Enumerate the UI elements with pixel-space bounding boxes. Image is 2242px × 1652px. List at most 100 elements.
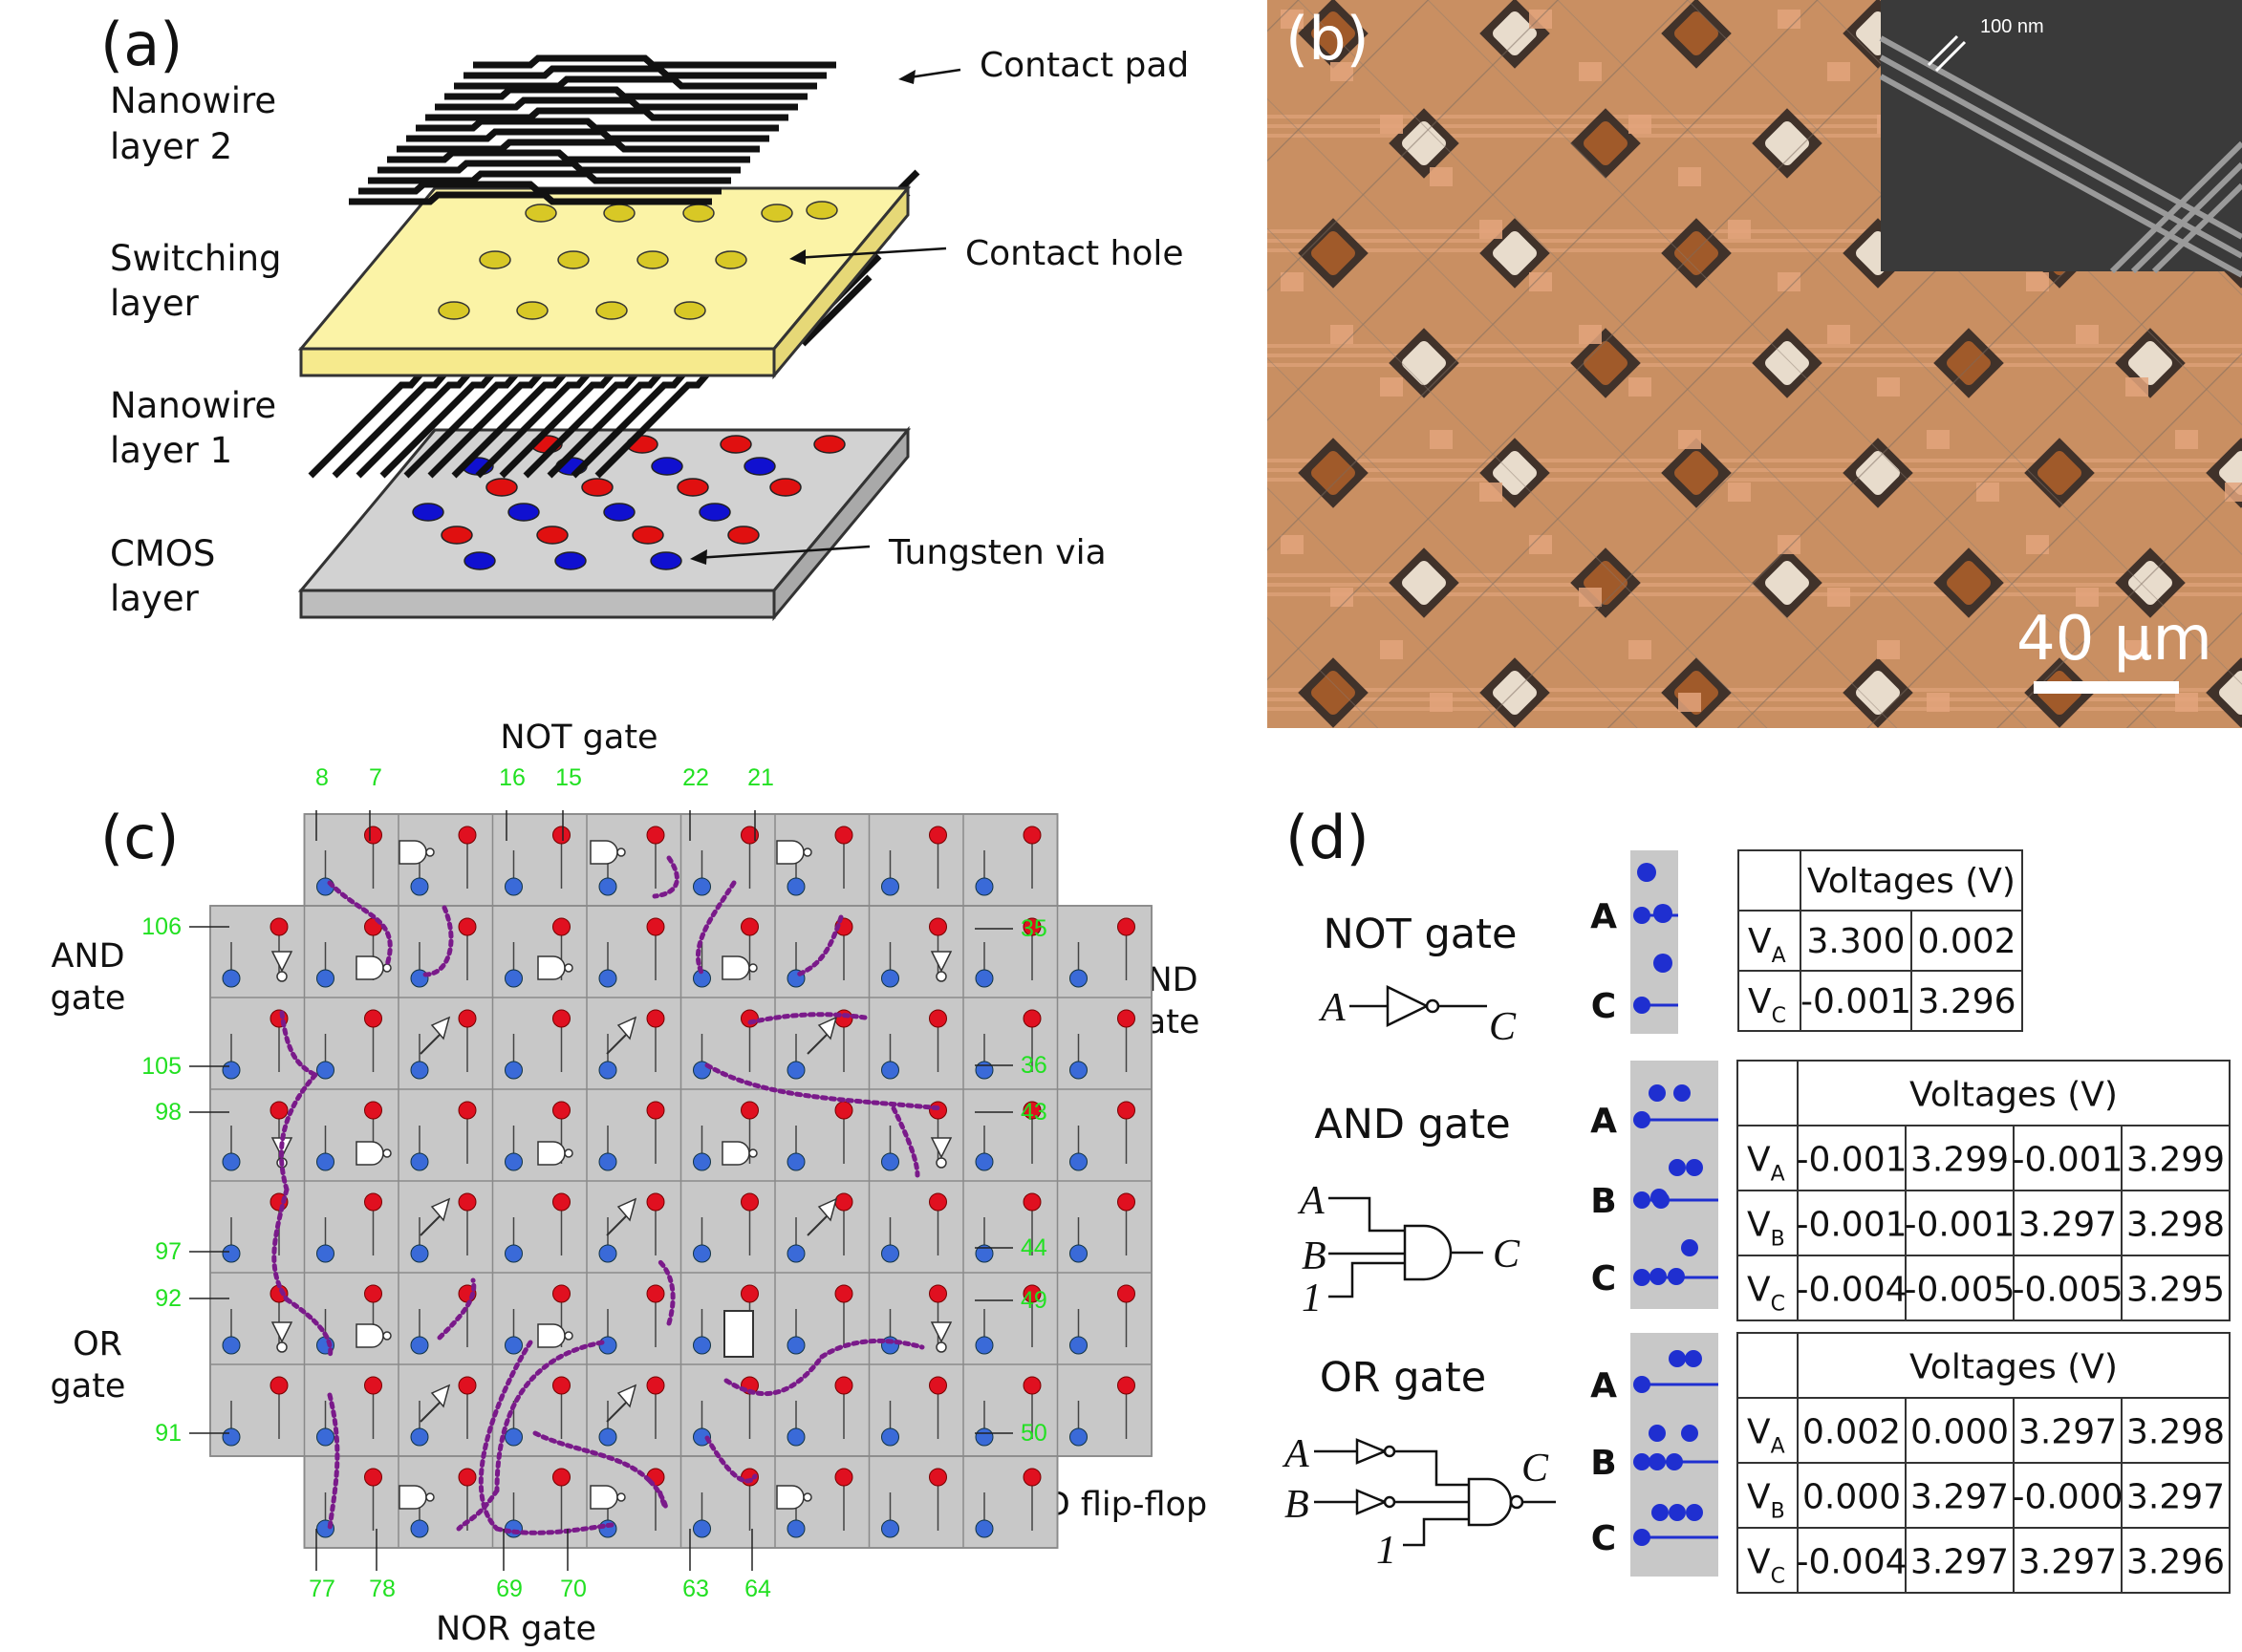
pin-dot-icon xyxy=(1685,1350,1702,1367)
blue-pin-icon xyxy=(1069,1061,1088,1080)
pin-dot-icon xyxy=(1633,1376,1650,1393)
red-pin-icon xyxy=(552,917,571,936)
red-pin-icon xyxy=(364,1468,382,1487)
red-pin-icon xyxy=(364,1284,382,1303)
nanowire-2-line xyxy=(377,160,741,174)
via-icon xyxy=(651,457,683,476)
scale-bar-label: 40 μm xyxy=(2016,604,2212,675)
table-cell: -0.001 xyxy=(1796,1141,1907,1180)
and-gate-input-b: B xyxy=(1302,1234,1326,1278)
table-row-label: VC xyxy=(1748,982,1786,1028)
contact-hole-icon xyxy=(438,301,470,320)
or-gate-input-a: A xyxy=(1282,1432,1309,1476)
pin-label-right: 36 xyxy=(1021,1052,1047,1079)
strip-row-label: B xyxy=(1590,1182,1616,1221)
mini-gate-icon xyxy=(399,1485,435,1510)
red-pin-icon xyxy=(458,1376,477,1395)
pin-label-left: 91 xyxy=(155,1420,182,1447)
label-or-gate-line2: gate xyxy=(51,1367,126,1405)
blue-pin-icon xyxy=(505,1152,523,1171)
table-cell: 3.298 xyxy=(2126,1206,2225,1245)
flip-flop-box xyxy=(723,1310,754,1358)
blue-pin-icon xyxy=(505,877,523,896)
nanowire-1-line xyxy=(800,274,873,347)
nanowire-2-line xyxy=(358,181,722,195)
pin-dot-icon xyxy=(1651,1504,1669,1521)
blue-pin-icon xyxy=(1069,1152,1088,1171)
nanowire-layer-2 xyxy=(349,54,836,205)
contact-hole-icon xyxy=(479,250,511,269)
table-row-label: VA xyxy=(1748,922,1786,968)
via-icon xyxy=(769,478,802,497)
mini-gate-icon xyxy=(399,840,435,865)
red-pin-icon xyxy=(269,1101,289,1120)
panel-d: (d) NOT gate A C AND gate A B 1 C OR gat… xyxy=(1282,803,2231,1594)
blue-pin-icon xyxy=(598,1061,617,1080)
blue-pin-icon xyxy=(222,969,241,988)
not-gate-title: NOT gate xyxy=(1324,911,1518,958)
blue-pin-icon xyxy=(975,1427,994,1447)
via-icon xyxy=(699,503,731,522)
blue-pin-icon xyxy=(881,1519,899,1538)
routing-wire xyxy=(696,880,737,977)
nanowire-2-line xyxy=(406,128,769,142)
red-pin-icon xyxy=(646,826,665,845)
blue-pin-icon xyxy=(222,1427,241,1447)
table-cell: 3.299 xyxy=(1910,1141,2009,1180)
blue-pin-icon xyxy=(975,877,994,896)
red-pin-icon xyxy=(364,1009,382,1028)
red-pin-icon xyxy=(646,1009,665,1028)
contact-hole-icon xyxy=(595,301,628,320)
red-pin-icon xyxy=(741,1284,759,1303)
blue-pin-icon xyxy=(410,1427,429,1447)
inverter-icon xyxy=(270,951,293,973)
blue-pin-icon xyxy=(787,1519,806,1538)
nanowire-2-line xyxy=(425,107,788,121)
via-icon xyxy=(720,435,752,454)
blue-pin-icon xyxy=(222,1336,241,1355)
pin-dot-icon xyxy=(1686,1504,1703,1521)
red-pin-icon xyxy=(552,1284,571,1303)
blue-pin-icon xyxy=(598,1336,617,1355)
via-icon xyxy=(813,435,846,454)
inset-scale-marker xyxy=(1927,34,1967,73)
strip-row-label: C xyxy=(1591,987,1616,1026)
label-nanowire-layer2-line2: layer 2 xyxy=(110,126,232,167)
panel-c-letter: (c) xyxy=(100,803,179,872)
blue-pin-icon xyxy=(316,1244,334,1263)
red-pin-icon xyxy=(458,1192,477,1212)
via-icon xyxy=(536,526,569,545)
blue-pin-icon xyxy=(410,877,429,896)
blue-pin-icon xyxy=(1069,969,1088,988)
pin-dot-icon xyxy=(1669,1159,1686,1176)
red-pin-icon xyxy=(552,1468,571,1487)
pin-dot-icon xyxy=(1633,1191,1650,1209)
red-pin-icon xyxy=(1117,1009,1135,1028)
table-header: Voltages (V) xyxy=(1909,1076,2118,1115)
nanowire-2-line xyxy=(349,191,712,205)
arrowhead-icon xyxy=(898,70,916,84)
pin-dot-icon xyxy=(1649,1453,1666,1470)
red-pin-icon xyxy=(364,826,382,845)
pin-dot-icon xyxy=(1633,997,1650,1014)
pin-dot-icon xyxy=(1653,904,1672,923)
pin-label-left: 106 xyxy=(141,913,182,940)
nanowire-2-line xyxy=(397,139,760,153)
blue-pin-icon xyxy=(598,877,617,896)
routing-wires xyxy=(271,855,944,1535)
routing-wire xyxy=(652,855,679,899)
buffer-icon xyxy=(430,1016,451,1041)
tungsten-vias xyxy=(412,435,846,570)
arrowhead-icon xyxy=(690,549,707,565)
panel-a: (a) Nanowire layer 2 Switching layer Nan… xyxy=(100,10,1189,622)
red-pin-icon xyxy=(741,917,759,936)
routing-wire xyxy=(422,905,454,977)
red-pin-icon xyxy=(1117,1192,1135,1212)
routing-wire xyxy=(647,1478,669,1510)
routing-wire xyxy=(723,1354,825,1397)
pin-dot-icon xyxy=(1681,1239,1698,1256)
red-pin-icon xyxy=(458,1101,477,1120)
contact-hole-icon xyxy=(715,250,747,269)
routing-wire xyxy=(327,880,393,968)
table-cell: 0.002 xyxy=(1802,1413,1901,1452)
